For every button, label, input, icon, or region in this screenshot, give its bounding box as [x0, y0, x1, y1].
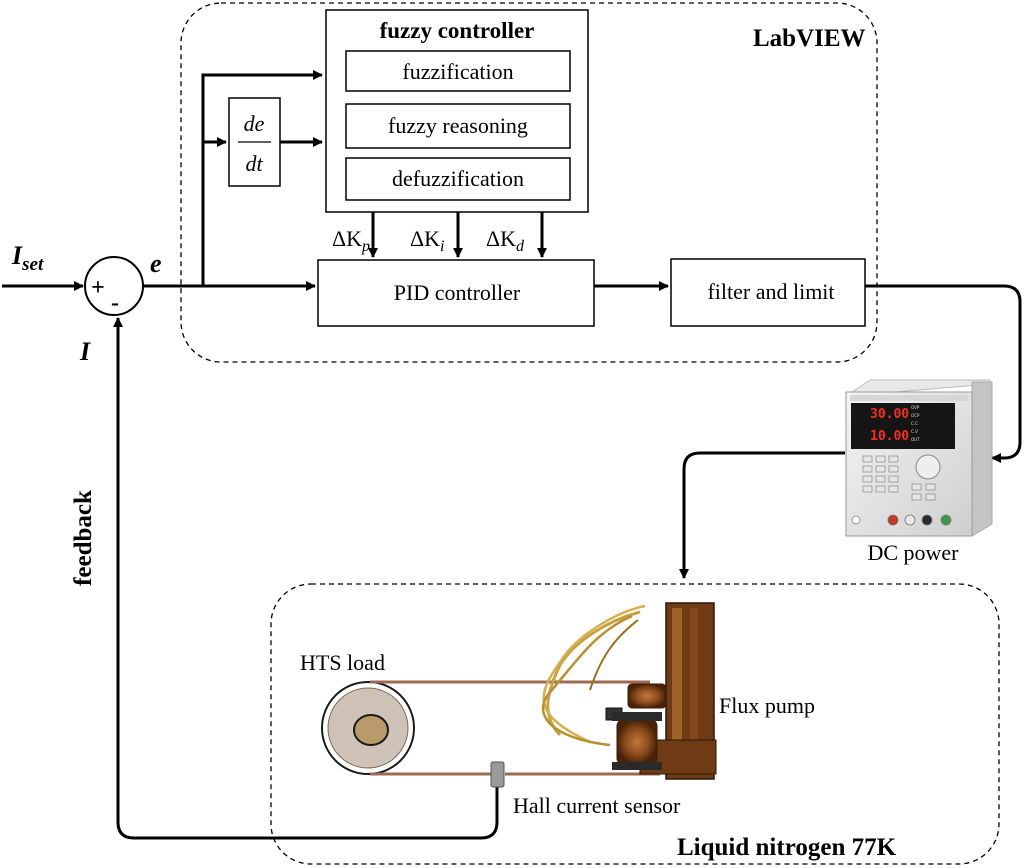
psu-indicator-out: OUT	[911, 437, 920, 442]
minus-sign: -	[111, 290, 119, 316]
psu-current-display: 10.00	[870, 429, 909, 444]
psu-knob	[915, 454, 941, 480]
flux-pump-label: Flux pump	[719, 693, 815, 718]
load-loop-wires	[370, 680, 660, 776]
derivative-block: de dt	[228, 97, 281, 187]
feedback-arrow	[113, 317, 499, 840]
hall-sensor-label: Hall current sensor	[513, 793, 681, 818]
gain-label-d: ΔKd	[486, 226, 525, 255]
pid-controller-block: PID controller	[317, 259, 595, 327]
flux-pump: Flux pump	[541, 602, 815, 780]
pid-label: PID controller	[394, 280, 521, 305]
signal-wires	[2, 70, 1022, 840]
error-label: e	[150, 249, 162, 278]
measured-label: I	[79, 337, 91, 366]
error-to-fuzzy-arrow	[201, 70, 323, 286]
dc-power-label: DC power	[867, 540, 959, 565]
fuzzy-reasoning-box	[345, 103, 571, 149]
fuzzification-box	[345, 50, 571, 92]
labview-region: LabVIEW	[180, 2, 878, 363]
filter-label: filter and limit	[707, 279, 834, 304]
plus-sign: +	[91, 275, 105, 301]
labview-label: LabVIEW	[753, 25, 866, 52]
hts-load: HTS load	[300, 650, 415, 775]
psu-indicator-cc: C.C	[911, 421, 918, 426]
defuzzification-box	[345, 157, 571, 201]
psu-voltage-display: 30.00	[870, 407, 909, 422]
fuzzy-controller-block: fuzzy controller fuzzification fuzzy rea…	[325, 9, 589, 213]
nitrogen-label: Liquid nitrogen 77K	[677, 834, 897, 861]
psu-indicator-cv: C.V	[911, 429, 918, 434]
hts-load-label: HTS load	[300, 650, 385, 675]
psu-to-pump-arrow	[679, 451, 845, 579]
fuzzification-label: fuzzification	[402, 59, 513, 84]
gain-label-p: ΔKp	[332, 226, 370, 255]
derivative-denominator: dt	[245, 151, 263, 176]
dc-power-supply: 30.00 10.00 OVP OCP C.C C.V OUT DC power	[845, 379, 993, 565]
feedback-label: feedback	[70, 490, 97, 586]
hall-sensor: Hall current sensor	[490, 761, 681, 818]
psu-indicator-ocp: OCP	[911, 413, 920, 418]
derivative-numerator: de	[244, 111, 265, 136]
psu-indicator-ovp: OVP	[911, 405, 920, 410]
setpoint-label: Iset	[11, 241, 44, 275]
filter-to-psu-arrow	[865, 284, 1022, 463]
gain-label-i: ΔKi	[410, 226, 445, 255]
filter-limit-block: filter and limit	[670, 258, 866, 327]
defuzzification-label: defuzzification	[392, 166, 524, 191]
fuzzy-controller-title: fuzzy controller	[380, 18, 535, 43]
hts-load-core	[353, 714, 389, 746]
summing-junction: + -	[84, 256, 144, 316]
fuzzy-reasoning-label: fuzzy reasoning	[388, 113, 528, 138]
nitrogen-region: Liquid nitrogen 77K	[270, 583, 1000, 865]
